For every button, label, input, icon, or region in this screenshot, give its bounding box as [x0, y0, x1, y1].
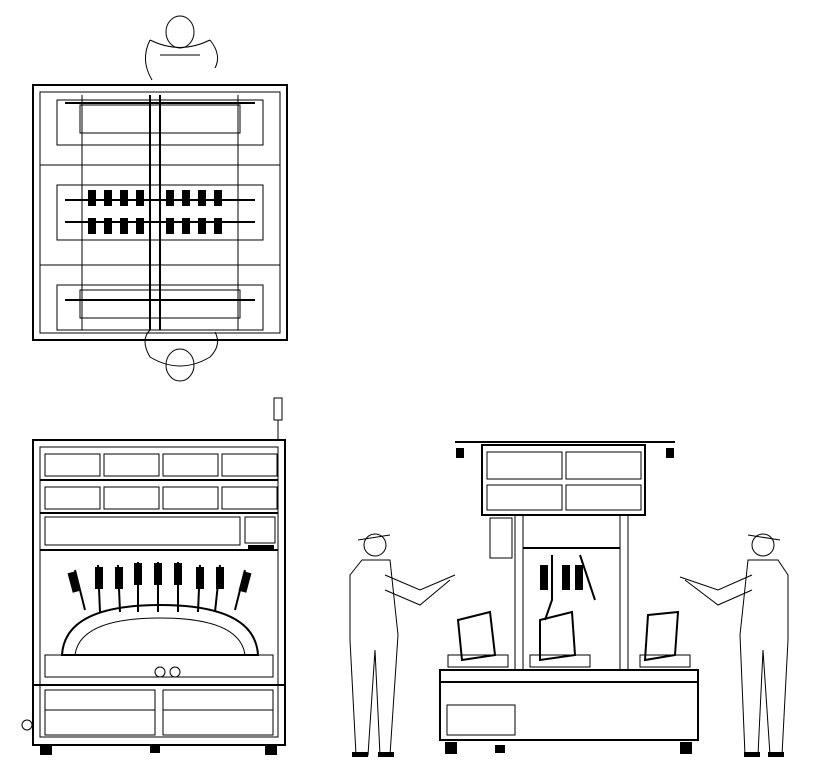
control-buttons	[248, 545, 274, 551]
side-tool-head	[540, 554, 596, 621]
operator-top-figure	[145, 15, 219, 81]
side-table-base	[439, 681, 699, 741]
operator-left-figure	[349, 533, 456, 757]
top-tool-array	[88, 190, 222, 234]
side-view	[349, 441, 789, 757]
front-lower-cabinet	[44, 689, 274, 736]
operator-bottom-figure	[144, 329, 219, 382]
nutrunner-tools	[67, 562, 252, 613]
column-left	[514, 514, 524, 671]
dashboard-part	[60, 603, 260, 656]
signal-light	[273, 397, 283, 421]
front-upper-panels	[40, 453, 278, 514]
side-upper-cabinet	[481, 444, 646, 516]
front-view	[21, 397, 286, 755]
column-right	[619, 514, 629, 671]
side-table-top	[439, 669, 699, 683]
top-view	[32, 15, 288, 382]
operator-right-figure	[679, 533, 789, 757]
side-casters	[445, 742, 692, 754]
casters	[40, 745, 277, 755]
top-frame	[32, 84, 288, 341]
hmi-screen	[244, 516, 276, 544]
part-fixtures	[447, 610, 691, 668]
